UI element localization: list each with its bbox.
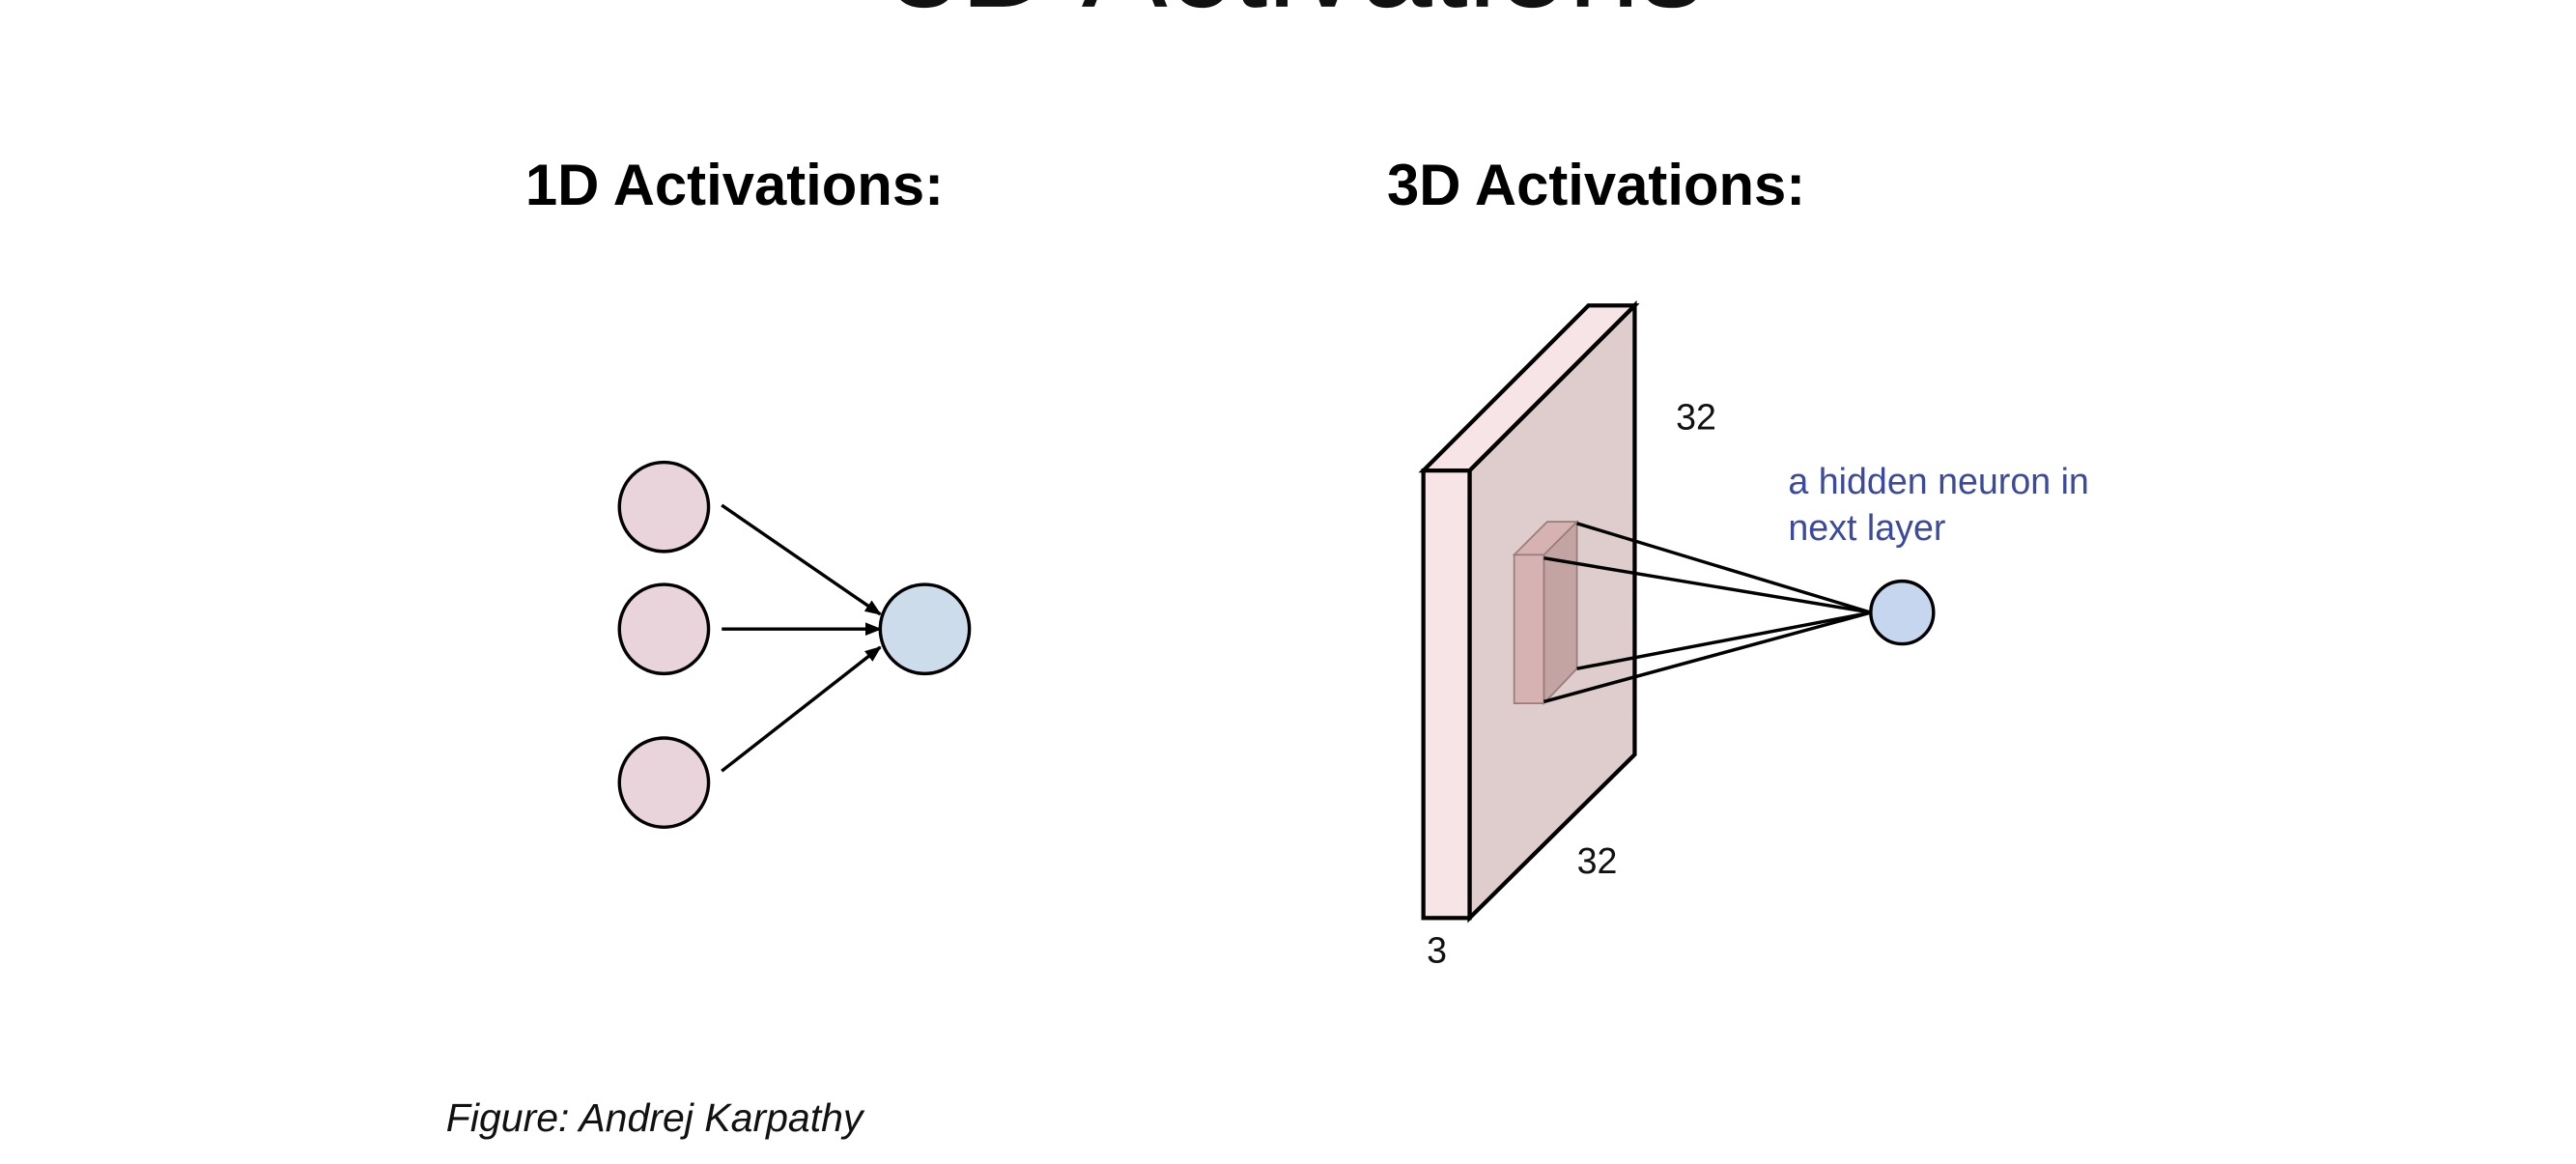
connection-arrow — [721, 645, 882, 773]
output-neuron — [878, 582, 972, 676]
1d-network — [617, 460, 972, 830]
input-neuron — [617, 736, 711, 830]
receptive-field — [1512, 520, 1579, 706]
connection-line — [1576, 522, 1872, 614]
connection-line — [1543, 556, 1872, 614]
receptive-field-front — [1513, 554, 1545, 704]
input-neuron — [617, 582, 711, 676]
height-label: 32 — [1676, 396, 1716, 437]
slide-title: 3D Activations — [889, 0, 1705, 35]
volume-front-face — [1421, 468, 1472, 921]
field-connections — [1543, 522, 1872, 704]
connection-line — [1576, 610, 1872, 670]
hidden-neuron — [1869, 579, 1936, 646]
connection-arrow — [721, 503, 882, 616]
connection-line — [1543, 610, 1872, 704]
depth-label: 3 — [1427, 929, 1447, 970]
width-label: 32 — [1577, 840, 1618, 881]
neuron-note-line2: next layer — [1788, 507, 1945, 548]
neuron-note-line1: a hidden neuron in — [1788, 461, 2088, 501]
heading-1d: 1D Activations: — [525, 153, 944, 217]
heading-3d: 3D Activations: — [1387, 153, 1805, 217]
figure-caption: Figure: Andrej Karpathy — [446, 1095, 865, 1140]
input-neuron — [617, 460, 711, 554]
